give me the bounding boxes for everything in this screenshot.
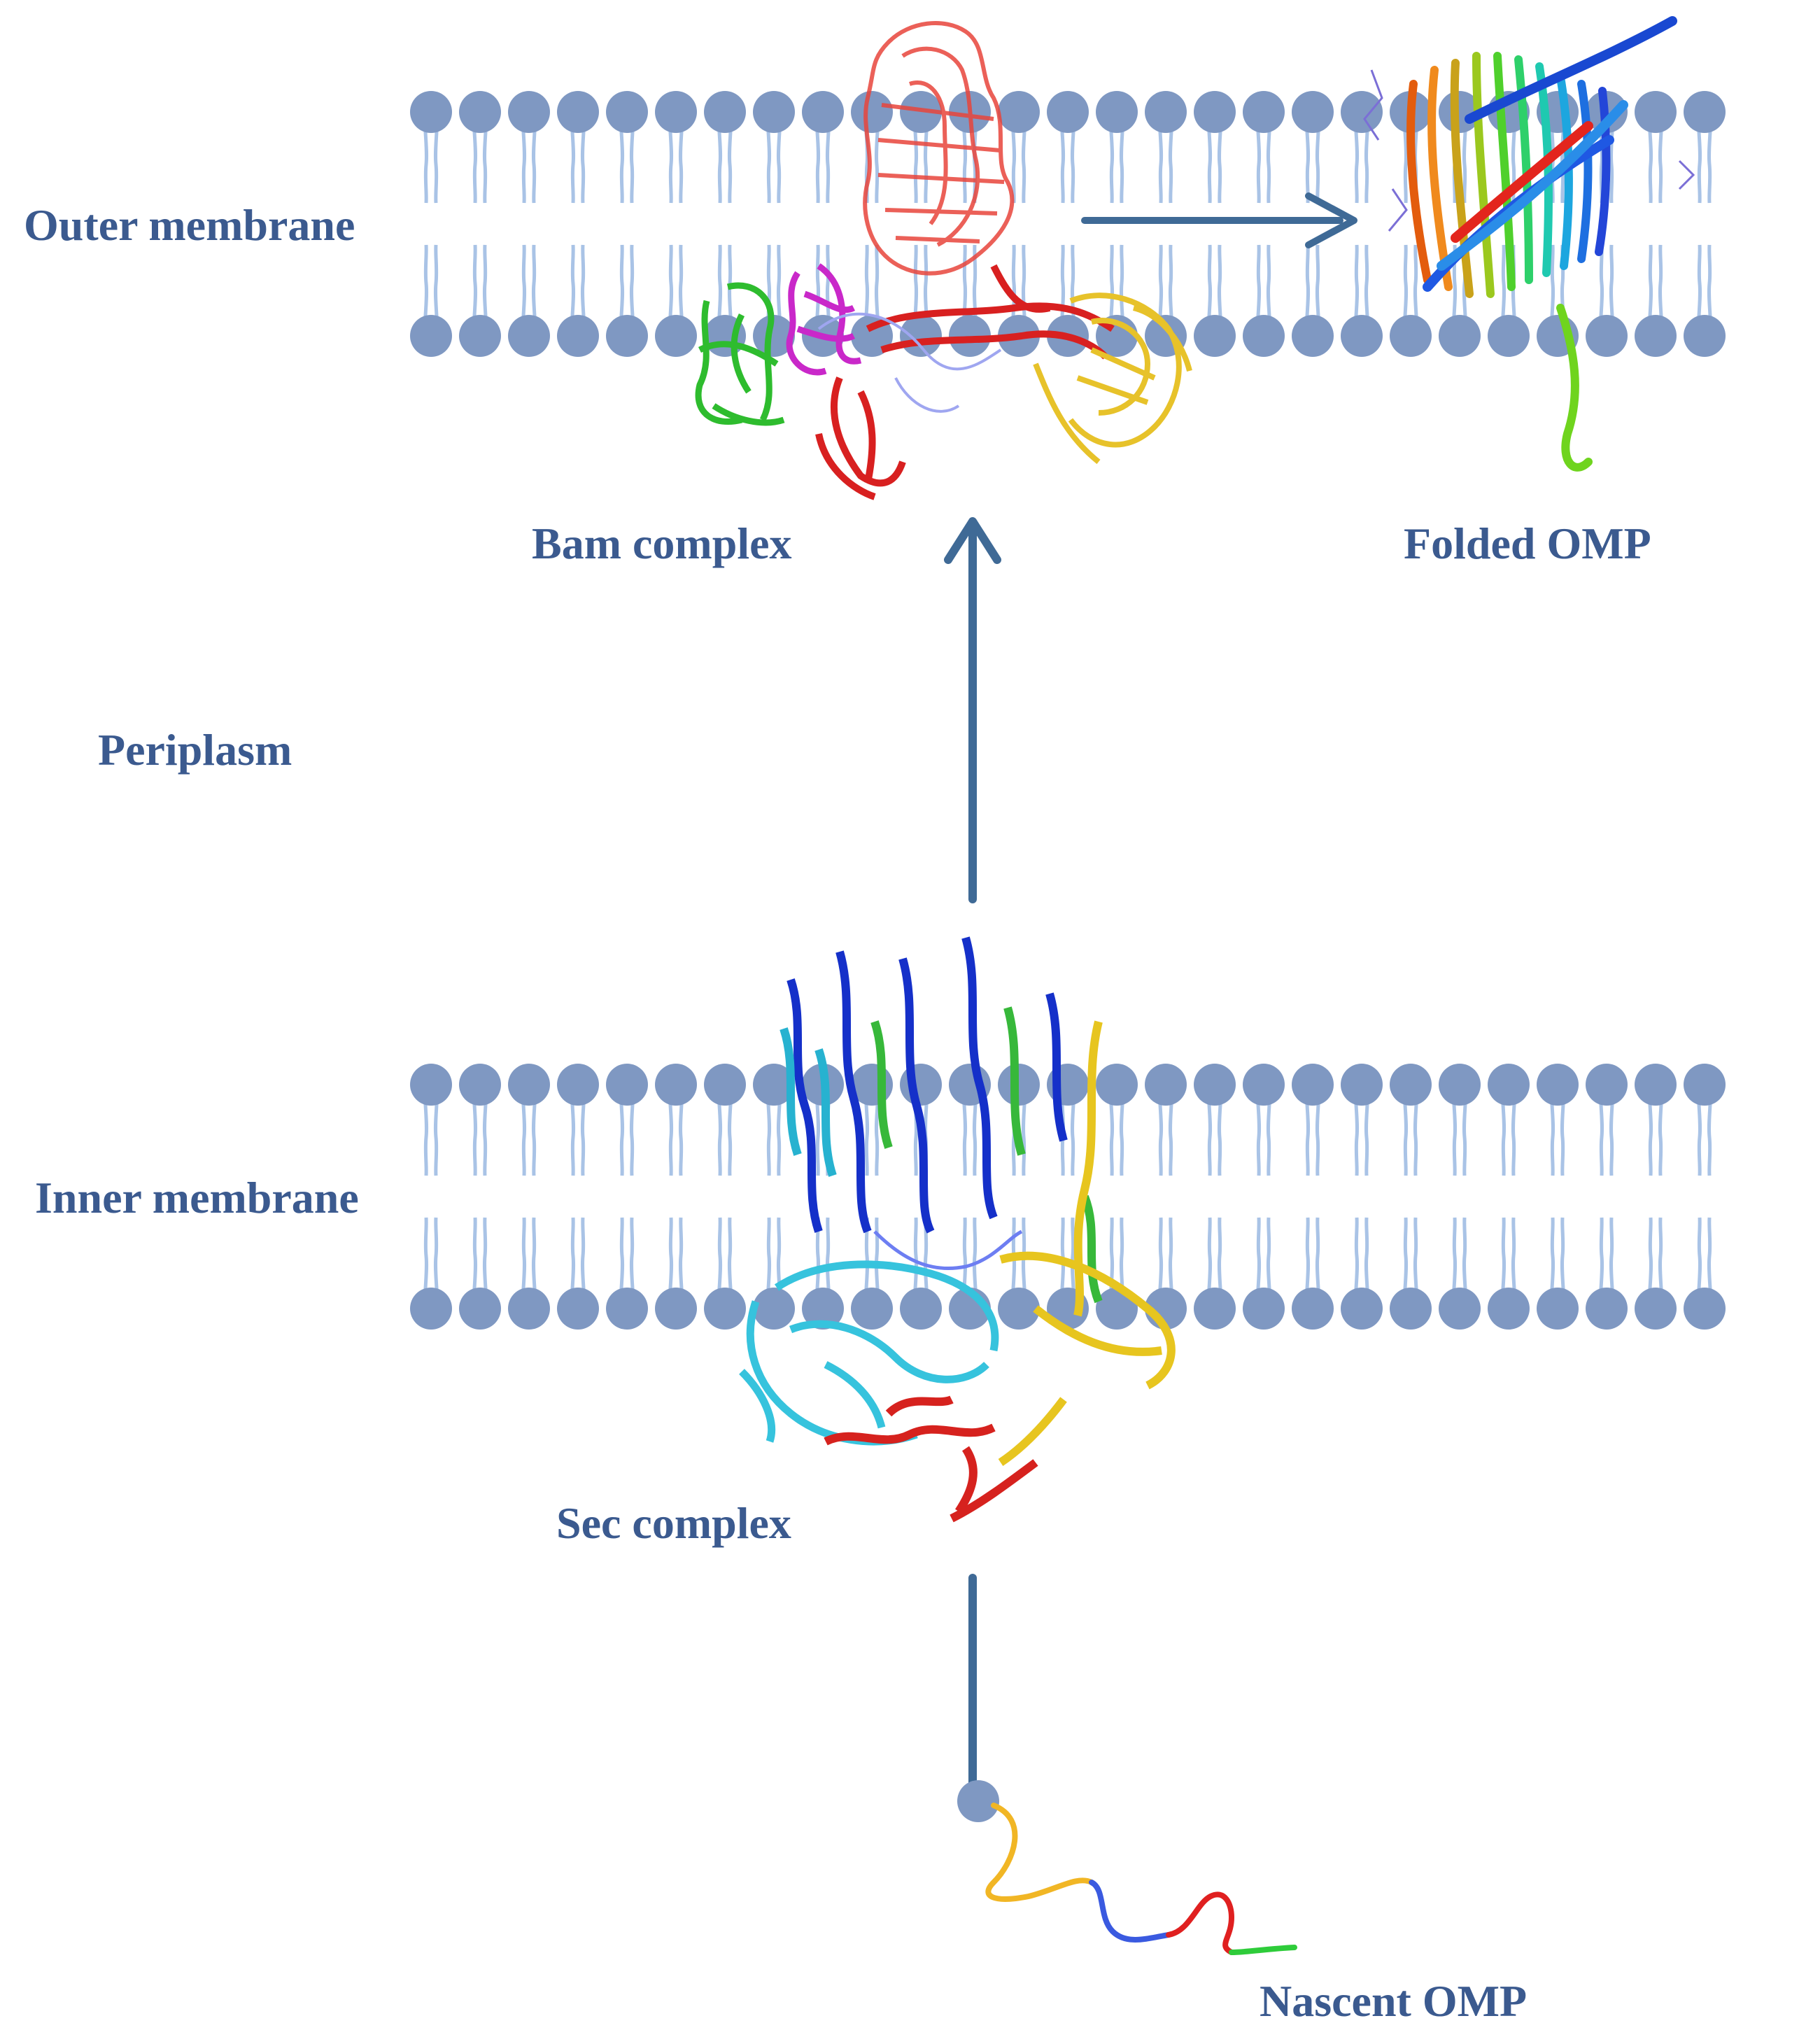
lipid-head-upper xyxy=(1292,1064,1334,1176)
lipid-head-lower xyxy=(606,1218,648,1330)
lipid-head-upper xyxy=(1243,1064,1285,1176)
lipid-head-lower xyxy=(1635,245,1677,357)
lipid-head-lower xyxy=(753,1218,795,1330)
lipid-head-upper xyxy=(1096,1064,1138,1176)
lipid-head-lower xyxy=(851,1218,893,1330)
folded-omp-label: Folded OMP xyxy=(1404,519,1651,568)
lipid-head-lower xyxy=(1194,1218,1236,1330)
lipid-head-upper xyxy=(1145,1064,1187,1176)
lipid-head-upper xyxy=(753,91,795,203)
lipid-head-lower xyxy=(410,245,452,357)
lipid-head-lower xyxy=(410,1218,452,1330)
lipid-head-lower xyxy=(508,1218,550,1330)
lipid-head-upper xyxy=(1439,1064,1481,1176)
lipid-head-lower xyxy=(1635,1218,1677,1330)
lipid-head-lower xyxy=(557,245,599,357)
lipid-head-lower xyxy=(1243,245,1285,357)
lipid-head-lower xyxy=(1586,245,1628,357)
lipid-head-upper xyxy=(459,1064,501,1176)
lipid-head-lower xyxy=(851,245,893,357)
lipid-head-upper xyxy=(410,1064,452,1176)
arrow-bam-to-folded-omp xyxy=(1081,192,1357,248)
lipid-head-upper xyxy=(1047,91,1089,203)
lipid-head-lower xyxy=(1145,245,1187,357)
lipid-head-upper xyxy=(1586,1064,1628,1176)
lipid-head-lower xyxy=(1194,245,1236,357)
lipid-head-upper xyxy=(1096,91,1138,203)
arrow-sec-to-bam xyxy=(944,517,1001,903)
lipid-head-upper xyxy=(1341,1064,1383,1176)
lipid-head-upper xyxy=(851,91,893,203)
lipid-head-upper xyxy=(1243,91,1285,203)
lipid-head-lower xyxy=(1586,1218,1628,1330)
lipid-head-lower xyxy=(1684,245,1726,357)
lipid-head-lower xyxy=(1292,245,1334,357)
lipid-head-upper xyxy=(508,91,550,203)
lipid-head-upper xyxy=(1341,91,1383,203)
lipid-head-lower xyxy=(557,1218,599,1330)
sec-complex-structure xyxy=(739,936,1176,1523)
lipid-head-lower xyxy=(1341,245,1383,357)
lipid-head-upper xyxy=(802,91,844,203)
lipid-head-upper xyxy=(1194,1064,1236,1176)
lipid-head-upper xyxy=(557,91,599,203)
lipid-head-upper xyxy=(655,1064,697,1176)
lipid-head-lower xyxy=(1292,1218,1334,1330)
nascent-omp-chain xyxy=(985,1803,1297,1955)
lipid-head-upper xyxy=(655,91,697,203)
lipid-head-upper xyxy=(508,1064,550,1176)
lipid-head-upper xyxy=(1684,1064,1726,1176)
lipid-head-upper xyxy=(606,91,648,203)
lipid-head-lower xyxy=(704,1218,746,1330)
lipid-head-upper xyxy=(1292,91,1334,203)
lipid-head-upper xyxy=(704,91,746,203)
lipid-head-upper xyxy=(1684,91,1726,203)
periplasm-label: Periplasm xyxy=(98,725,292,775)
inner-membrane-bilayer xyxy=(410,1064,1726,1330)
lipid-head-upper xyxy=(459,91,501,203)
lipid-head-lower xyxy=(1390,1218,1432,1330)
lipid-head-lower xyxy=(704,245,746,357)
lipid-head-upper xyxy=(1145,91,1187,203)
nascent-omp-label: Nascent OMP xyxy=(1260,1976,1528,2026)
inner-membrane-label: Inner membrane xyxy=(35,1173,359,1222)
lipid-head-upper xyxy=(606,1064,648,1176)
lipid-head-lower xyxy=(655,1218,697,1330)
lipid-head-upper xyxy=(1194,91,1236,203)
lipid-head-upper xyxy=(704,1064,746,1176)
lipid-head-lower xyxy=(1488,1218,1530,1330)
lipid-head-lower xyxy=(508,245,550,357)
lipid-head-upper xyxy=(998,91,1040,203)
sec-complex-label: Sec complex xyxy=(556,1498,791,1548)
lipid-head-upper xyxy=(1635,1064,1677,1176)
lipid-head-lower xyxy=(1341,1218,1383,1330)
lipid-head-lower xyxy=(1537,1218,1579,1330)
lipid-head-upper xyxy=(557,1064,599,1176)
folded-omp-structure xyxy=(1363,16,1695,472)
connector-nascent-omp-to-sec xyxy=(957,1574,999,1822)
lipid-head-lower xyxy=(459,245,501,357)
lipid-head-lower xyxy=(1439,1218,1481,1330)
bam-complex-structure xyxy=(695,21,1192,500)
lipid-head-upper xyxy=(1537,1064,1579,1176)
outer-membrane-label: Outer membrane xyxy=(24,200,355,250)
bam-complex-label: Bam complex xyxy=(532,519,792,568)
lipid-head-lower xyxy=(655,245,697,357)
lipid-head-upper xyxy=(1488,1064,1530,1176)
lipid-head-upper xyxy=(410,91,452,203)
lipid-head-lower xyxy=(459,1218,501,1330)
lipid-head-lower xyxy=(1684,1218,1726,1330)
lipid-head-upper xyxy=(1390,1064,1432,1176)
lipid-head-lower xyxy=(606,245,648,357)
lipid-head-upper xyxy=(1635,91,1677,203)
lipid-head-lower xyxy=(1243,1218,1285,1330)
